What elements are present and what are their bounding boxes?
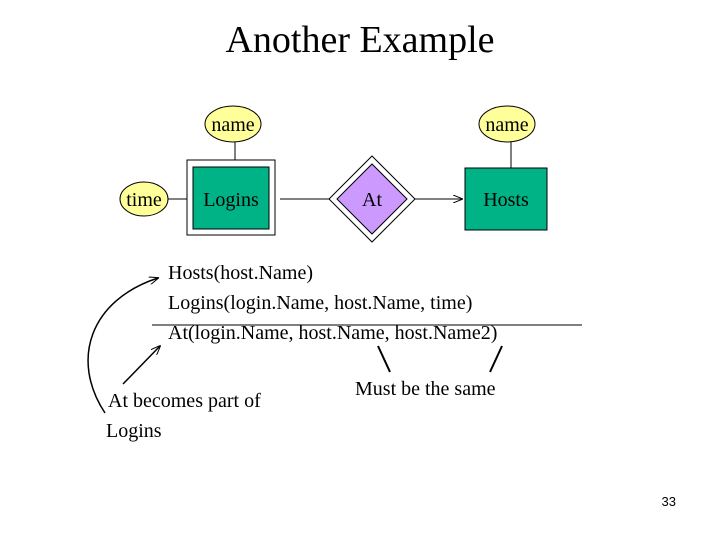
entity-hosts-label: Hosts <box>483 189 529 211</box>
slide-title: Another Example <box>225 19 495 61</box>
relationship-at-label: At <box>362 189 382 211</box>
entity-hosts <box>464 167 548 231</box>
weak-entity-logins <box>192 166 270 230</box>
arrow-to-at-line <box>122 346 160 385</box>
entity-logins-label: Logins <box>203 189 259 211</box>
pointer-hostname <box>377 345 391 373</box>
attribute-time <box>119 181 169 217</box>
note-at-becomes-part-line1: At becomes part of <box>108 390 261 412</box>
attribute-hosts-name-label: name <box>485 114 528 136</box>
page-number: 33 <box>661 494 676 509</box>
curved-arrow-to-logins <box>87 278 158 414</box>
schema-logins: Logins(login.Name, host.Name, time) <box>168 292 473 314</box>
attribute-time-label: time <box>126 189 162 211</box>
note-at-becomes-part-line2: Logins <box>106 420 162 442</box>
attribute-logins-name <box>204 105 262 143</box>
attribute-logins-name-label: name <box>211 114 254 136</box>
schema-hosts: Hosts(host.Name) <box>168 262 313 284</box>
note-must-be-same: Must be the same <box>355 378 496 400</box>
schema-at: At(login.Name, host.Name, host.Name2) <box>168 322 498 344</box>
relationship-at-outer <box>328 155 416 243</box>
attribute-hosts-name <box>478 105 536 143</box>
weak-entity-logins-outer <box>186 159 276 236</box>
relationship-at <box>336 163 408 235</box>
pointer-hostname2 <box>489 345 503 373</box>
